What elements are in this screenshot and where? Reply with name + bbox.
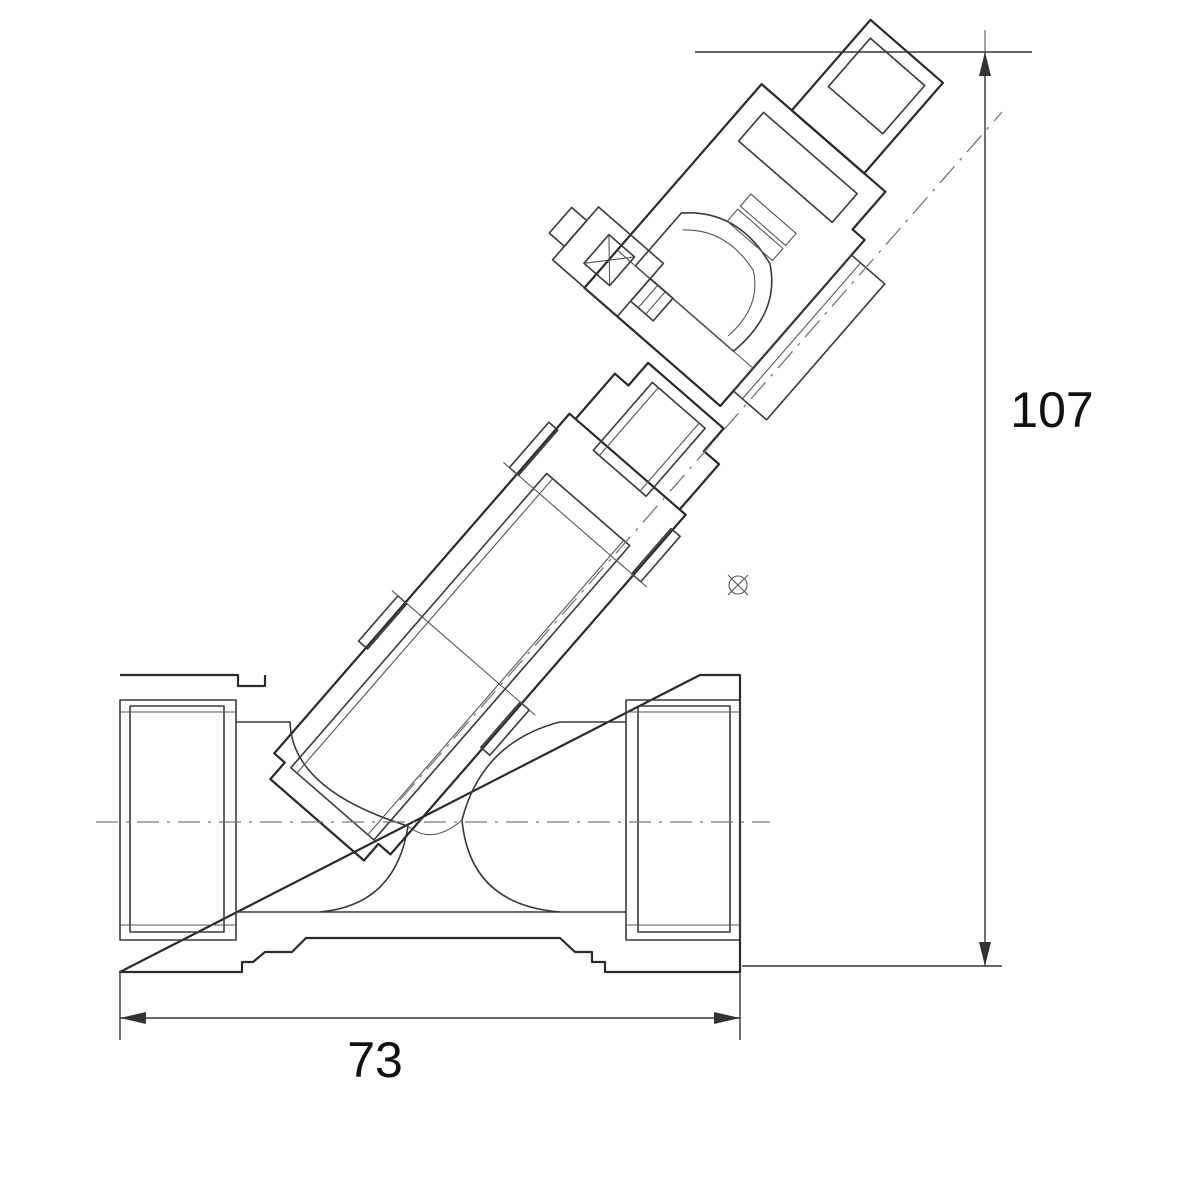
bypass-fitting — [548, 206, 674, 322]
angled-center-line — [399, 111, 1003, 801]
ground-symbol-icon — [727, 574, 749, 596]
height-dimension-label: 107 — [1010, 382, 1093, 438]
width-dimension — [119, 972, 741, 1040]
pipe-body — [118, 673, 742, 974]
height-dimension — [695, 30, 1032, 967]
actuator-head — [583, 18, 945, 421]
angled-column — [269, 361, 725, 862]
width-dimension-label: 73 — [347, 1032, 403, 1088]
